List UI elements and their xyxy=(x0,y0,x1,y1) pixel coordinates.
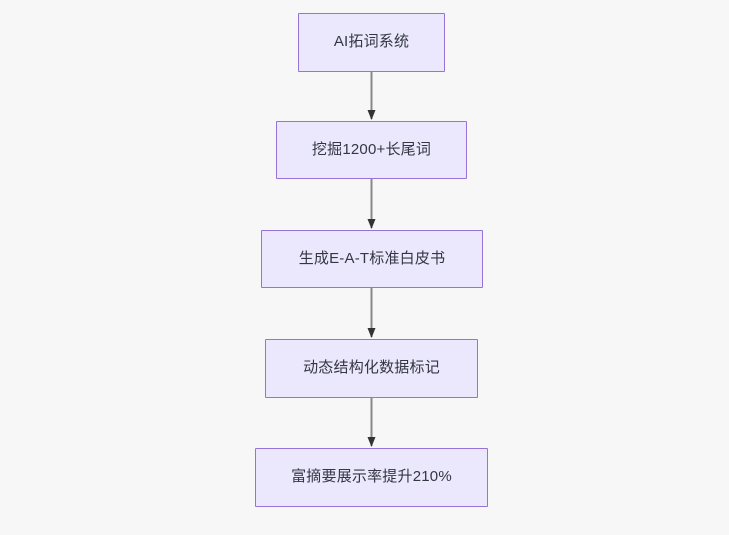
node-label: 生成E-A-T标准白皮书 xyxy=(298,249,446,267)
node-label: 挖掘1200+长尾词 xyxy=(311,140,432,158)
flowchart-node-generate-eat-whitepaper[interactable]: 生成E-A-T标准白皮书 xyxy=(261,230,483,288)
node-label: 富摘要展示率提升210% xyxy=(291,468,452,486)
node-label: AI拓词系统 xyxy=(333,33,410,51)
flowchart-node-dynamic-structured-data-markup[interactable]: 动态结构化数据标记 xyxy=(265,339,478,398)
flowchart-node-rich-snippet-impression-uplift[interactable]: 富摘要展示率提升210% xyxy=(255,448,488,507)
flowchart-node-ai-keyword-system[interactable]: AI拓词系统 xyxy=(298,13,445,72)
flowchart-node-mine-longtail-keywords[interactable]: 挖掘1200+长尾词 xyxy=(276,121,467,179)
node-label: 动态结构化数据标记 xyxy=(303,359,440,377)
